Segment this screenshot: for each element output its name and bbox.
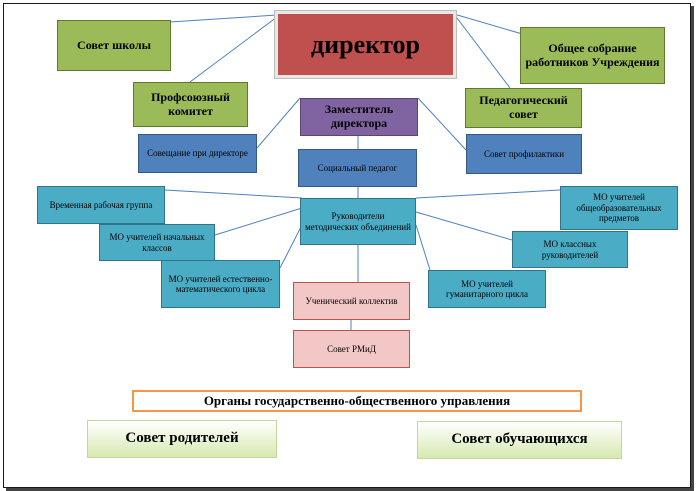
- mo-humanities-box: МО учителей гуманитарного цикла: [428, 270, 546, 308]
- mo-class-box: МО классных руководителей: [512, 231, 628, 268]
- link-methodheads-humanities: [415, 224, 431, 271]
- link-director-pedagogical: [453, 13, 511, 89]
- link-methodheads-primary: [214, 207, 303, 236]
- pedagogical-council-box: Педагогический совет: [465, 88, 582, 128]
- deputy-director-box: Заместитель директора: [300, 98, 418, 136]
- director-box: директор: [275, 11, 456, 78]
- mo-general-box: МО учителей общеобразовательных предмето…: [560, 186, 678, 230]
- link-director-trade-union: [189, 16, 278, 83]
- link-methodheads-class: [415, 211, 513, 241]
- social-teacher-box: Социальный педагог: [298, 149, 417, 187]
- director-meeting-box: Совещание при директоре: [138, 134, 257, 173]
- students-council-box: Совет обучающихся: [417, 421, 622, 459]
- mo-science-box: МО учителей естественно-математического …: [161, 260, 280, 308]
- temp-group-box: Временная рабочая группа: [37, 186, 165, 224]
- student-body-box: Ученический коллектив: [293, 282, 410, 320]
- mo-primary-box: МО учителей начальных классов: [99, 224, 215, 261]
- link-director-school-council: [169, 14, 278, 23]
- trade-union-box: Профсоюзный комитет: [133, 82, 248, 127]
- link-methodheads-general: [415, 189, 561, 199]
- link-deputy-prevention: [417, 97, 467, 151]
- school-council-box: Совет школы: [57, 20, 171, 71]
- page-frame: [3, 3, 691, 488]
- state-public-bodies-box: Органы государственно-общественного упра…: [132, 390, 582, 412]
- link-methodheads-science: [279, 224, 303, 269]
- parents-council-box: Совет родителей: [87, 420, 277, 458]
- method-heads-box: Руководители методических объединений: [300, 198, 416, 245]
- council-rmid-box: Совет РМиД: [293, 330, 410, 368]
- link-methodheads-temp: [164, 189, 303, 199]
- general-meeting-box: Общее собрание работников Учреждения: [520, 27, 665, 84]
- link-deputy-director-meeting: [256, 97, 301, 149]
- prevention-council-box: Совет профилактики: [466, 134, 582, 174]
